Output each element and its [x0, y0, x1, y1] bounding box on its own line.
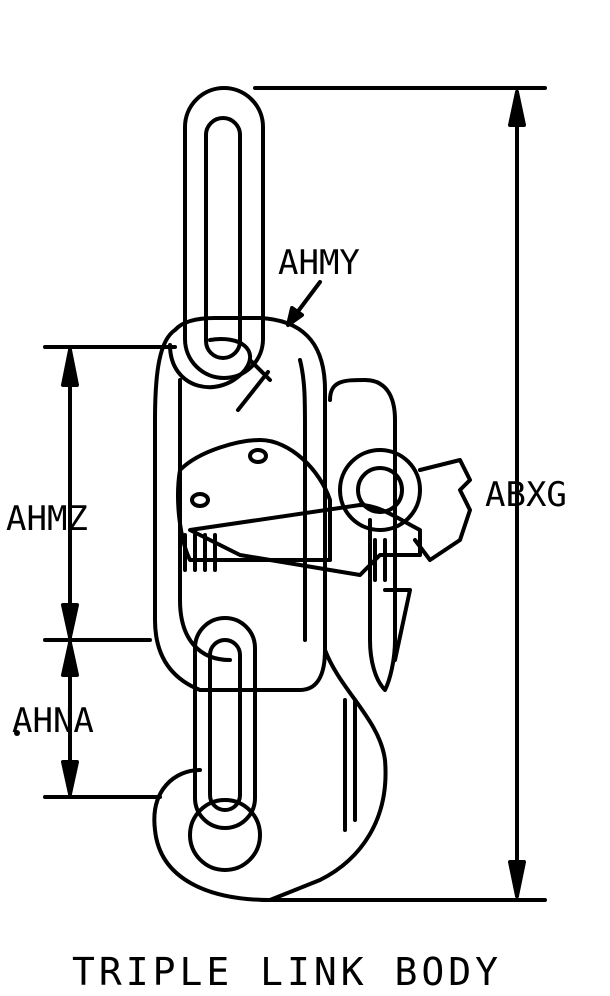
ahmy-leader: [286, 280, 322, 327]
ahmz-ahna-dimension: [43, 345, 177, 799]
label-abxg: ABXG: [485, 475, 567, 515]
body-outline: [152, 316, 472, 902]
abxg-dimension: [253, 86, 547, 902]
label-ahmz: AHMZ: [6, 499, 88, 539]
diagram-title: TRIPLE LINK BODY: [72, 950, 503, 994]
label-ahna: AHNA: [12, 701, 94, 741]
top-link: [183, 86, 265, 380]
label-ahmy: AHMY: [278, 243, 360, 283]
